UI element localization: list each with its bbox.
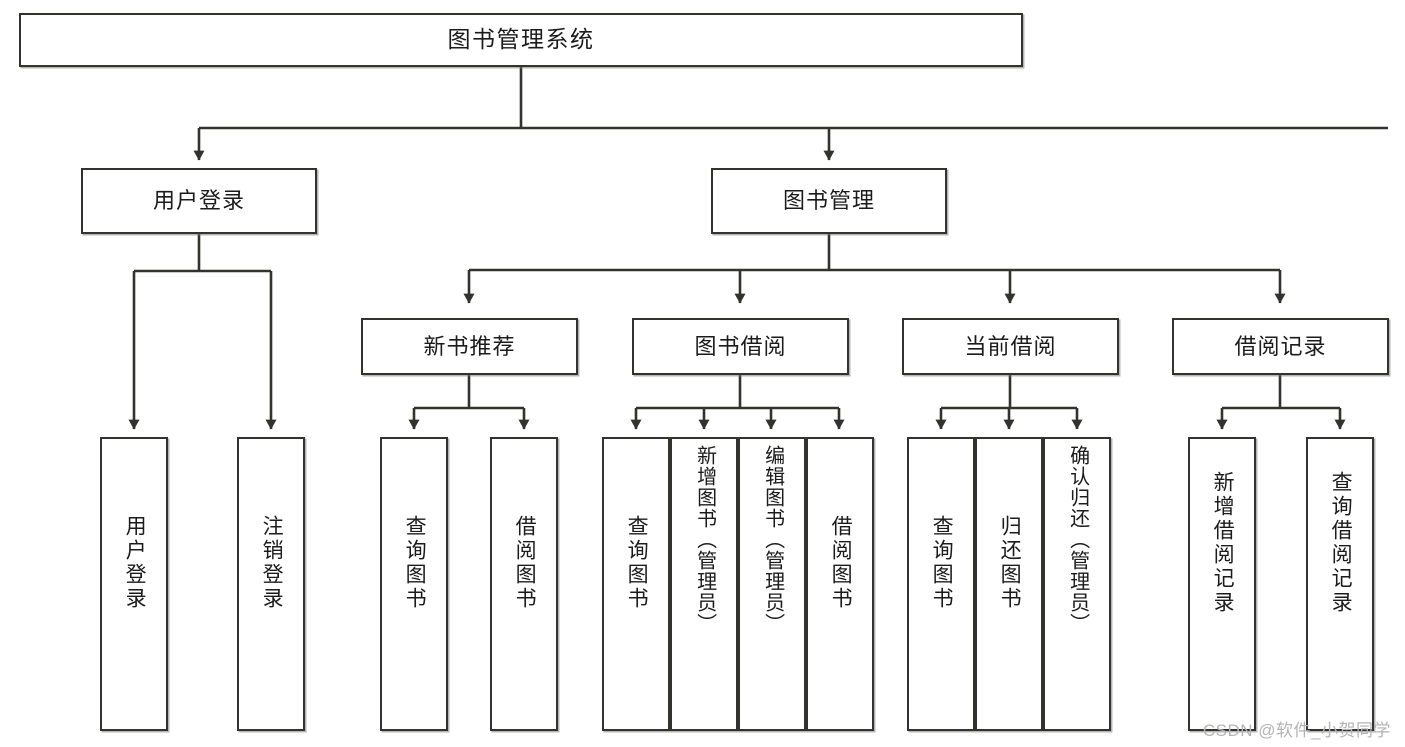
node-label: 查询图书 [625,515,649,611]
node-label: 借阅图书 [829,515,853,611]
leaf-borrow-book[interactable]: 借阅图书 [806,437,874,731]
node-label: 确认归还（管理员） [1066,445,1089,634]
leaf-borrow-book-recommend[interactable]: 借阅图书 [490,437,558,731]
node-label: 用户登录 [152,188,245,214]
node-label: 新增借阅记录 [1211,471,1235,615]
node-label: 编辑图书（管理员） [761,445,784,634]
node-new-book-recommend[interactable]: 新书推荐 [361,318,578,375]
node-label: 新增图书（管理员） [693,445,716,634]
node-book-borrow[interactable]: 图书借阅 [632,318,849,375]
node-label: 借阅图书 [513,515,537,611]
leaf-add-book-admin[interactable]: 新增图书（管理员） [670,437,738,731]
node-borrow-record[interactable]: 借阅记录 [1172,318,1389,375]
leaf-query-book-current[interactable]: 查询图书 [907,437,975,731]
node-label: 查询图书 [930,515,954,611]
node-user-login[interactable]: 用户登录 [81,168,317,234]
node-book-management[interactable]: 图书管理 [711,168,947,234]
leaf-add-borrow-record[interactable]: 新增借阅记录 [1188,437,1256,731]
node-label: 图书管理 [782,188,875,214]
node-label: 查询借阅记录 [1329,471,1353,615]
node-label: 查询图书 [403,515,427,611]
node-current-borrow[interactable]: 当前借阅 [902,318,1119,375]
leaf-confirm-return-admin[interactable]: 确认归还（管理员） [1043,437,1111,731]
node-label: 用户登录 [123,515,147,611]
node-root-system[interactable]: 图书管理系统 [19,13,1023,67]
node-label: 当前借阅 [964,333,1057,359]
leaf-user-login[interactable]: 用户登录 [100,437,168,731]
leaf-return-book[interactable]: 归还图书 [975,437,1043,731]
node-label: 新书推荐 [423,333,516,359]
watermark: CSDN @软件_小贺同学 [1202,721,1391,740]
leaf-logout[interactable]: 注销登录 [237,437,305,731]
leaf-query-borrow-record[interactable]: 查询借阅记录 [1306,437,1374,731]
leaf-edit-book-admin[interactable]: 编辑图书（管理员） [738,437,806,731]
node-label: 借阅记录 [1234,333,1327,359]
leaf-query-book-recommend[interactable]: 查询图书 [380,437,448,731]
leaf-query-book[interactable]: 查询图书 [602,437,670,731]
node-label: 归还图书 [998,515,1022,611]
node-label: 图书借阅 [694,333,787,359]
node-label: 图书管理系统 [447,26,595,53]
node-label: 注销登录 [260,515,284,611]
